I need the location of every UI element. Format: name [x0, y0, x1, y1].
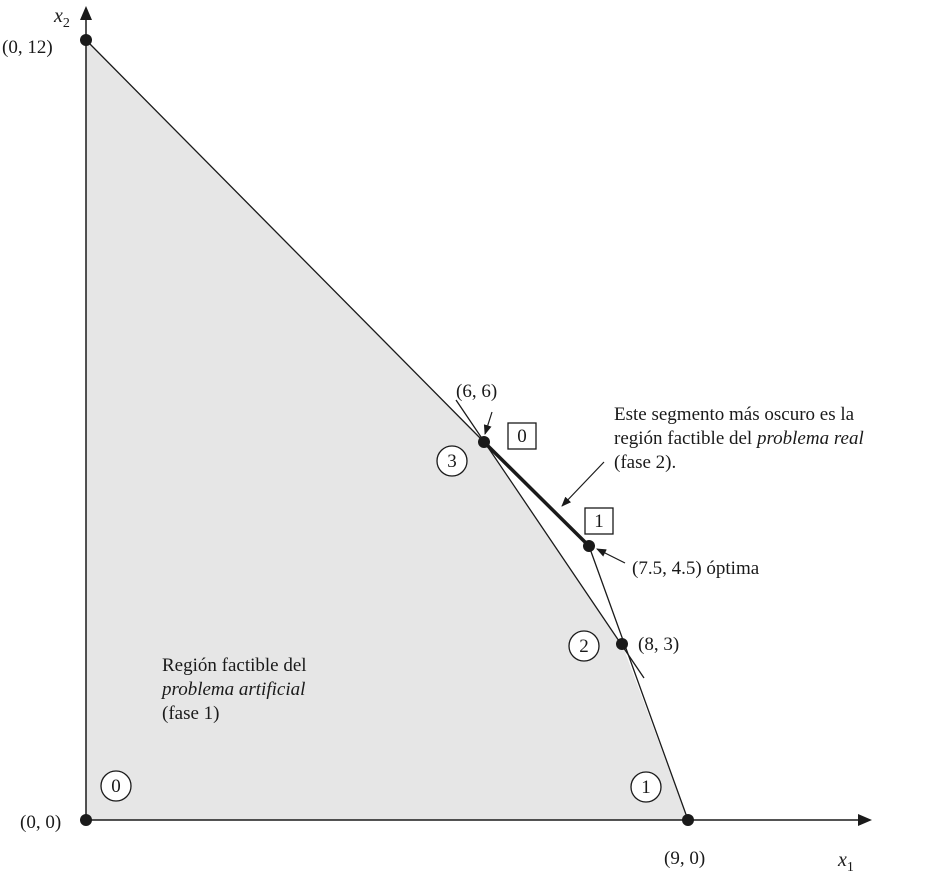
- svg-text:1: 1: [594, 511, 604, 532]
- svg-text:0: 0: [517, 426, 527, 447]
- circled-marker-1: 1: [630, 771, 662, 803]
- label-9-0: (9, 0): [664, 848, 705, 869]
- svg-text:3: 3: [447, 451, 457, 472]
- annotation-artificial-problem: Región factible del problema artificial …: [160, 655, 307, 724]
- svg-text:2: 2: [579, 636, 589, 657]
- real-feasible-segment: [482, 440, 591, 548]
- circled-marker-0: 0: [100, 770, 132, 802]
- point-6-6: [478, 436, 490, 448]
- label-8-3: (8, 3): [638, 634, 679, 655]
- svg-text:Región factible del: Región factible del: [162, 655, 307, 676]
- svg-text:0: 0: [111, 776, 121, 797]
- constraint-line-right: [588, 545, 689, 821]
- point-origin: [80, 814, 92, 826]
- constraint-line-upper: [85, 39, 485, 443]
- circled-marker-2: 2: [568, 630, 600, 662]
- boxed-marker-1: 1: [584, 507, 614, 535]
- label-optimal: (7.5, 4.5) óptima: [632, 558, 760, 579]
- svg-text:(fase 1): (fase 1): [162, 703, 220, 724]
- point-optimal: [583, 540, 595, 552]
- y-axis-label: x2: [53, 5, 70, 31]
- point-9-0: [682, 814, 694, 826]
- point-0-12: [80, 34, 92, 46]
- point-8-3: [616, 638, 628, 650]
- label-origin: (0, 0): [20, 812, 61, 833]
- y-axis-arrow: [80, 6, 92, 20]
- arrow-to-real-segment: [561, 461, 605, 507]
- arrow-to-optimal: [596, 548, 626, 564]
- svg-text:problema artificial: problema artificial: [160, 679, 305, 700]
- circled-marker-3: 3: [436, 445, 468, 477]
- x-axis-label: x1: [837, 849, 854, 875]
- svg-text:1: 1: [641, 777, 651, 798]
- boxed-marker-0: 0: [507, 422, 537, 450]
- label-6-6: (6, 6): [456, 381, 497, 402]
- annotation-real-problem: Este segmento más oscuro es la región fa…: [614, 404, 864, 473]
- artificial-feasible-region: [86, 40, 688, 820]
- svg-text:región factible del problema r: región factible del problema real: [614, 428, 864, 449]
- arrow-to-6-6: [483, 411, 493, 435]
- svg-text:(fase 2).: (fase 2).: [614, 452, 676, 473]
- x-axis-arrow: [858, 814, 872, 826]
- svg-text:Este segmento más oscuro es la: Este segmento más oscuro es la: [614, 404, 855, 425]
- label-0-12: (0, 12): [2, 37, 53, 58]
